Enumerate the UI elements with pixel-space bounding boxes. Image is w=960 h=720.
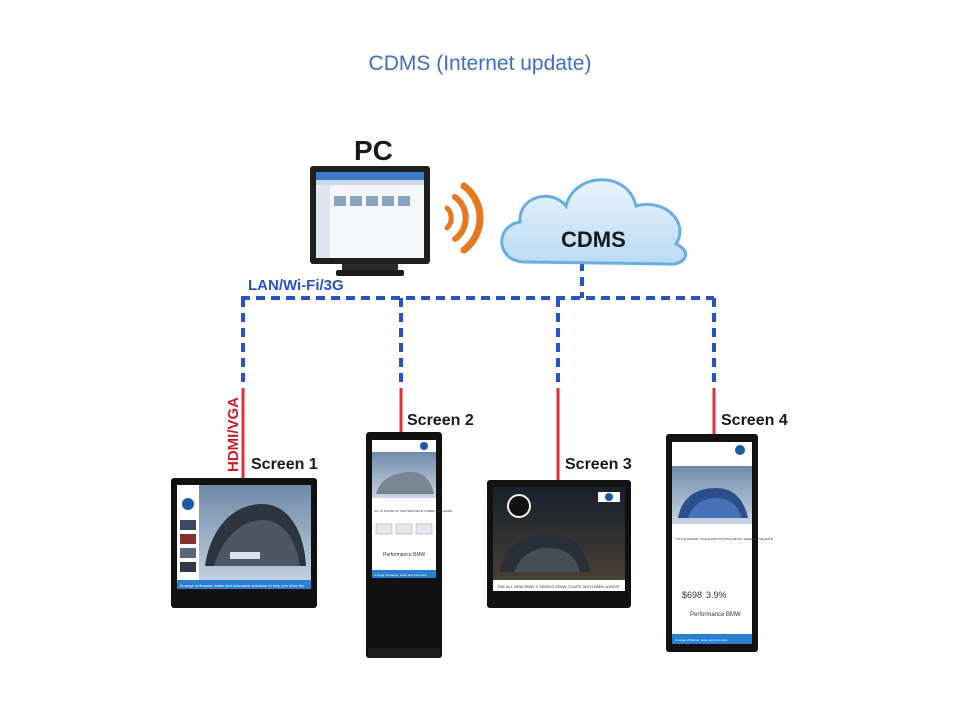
screen-4-headline: YOU'VE RAISED YOUR EXPECTATIONS WE'VE LO… bbox=[675, 537, 774, 541]
pc-label: PC bbox=[354, 135, 393, 166]
screen-3-label: Screen 3 bbox=[565, 456, 632, 473]
cdms-cloud: CDMS bbox=[500, 178, 688, 266]
pc-monitor: PC bbox=[310, 135, 430, 276]
screen-3-display: THE ALL NEW BMW X SERIES GRAN COUPE WITH… bbox=[487, 456, 632, 608]
wifi-signal-icon bbox=[444, 182, 484, 254]
screen-2-kiosk: ALL IN FAVOR OF OUR NEW RATE LOWER THAN … bbox=[366, 412, 474, 658]
screen-4-footer: A range of finance, lease and insurance bbox=[675, 638, 728, 642]
screen-4-brand: Performance BMW bbox=[690, 612, 741, 618]
screen-2-brand: Performance BMW bbox=[383, 552, 426, 558]
screen-4-price-1: $698 bbox=[682, 590, 702, 600]
screen-4-display: YOU'VE RAISED YOUR EXPECTATIONS WE'VE LO… bbox=[666, 412, 788, 652]
screen-3-caption: THE ALL NEW BMW X SERIES GRAN COUPE WITH… bbox=[497, 584, 620, 589]
network-lines bbox=[241, 262, 716, 388]
screen-1-display: A range of finance, lease and insurance … bbox=[171, 456, 318, 608]
screen-1-footer: A range of finance, lease and insurance … bbox=[180, 583, 305, 588]
screen-2-headline: ALL IN FAVOR OF OUR NEW RATE LOWER THAN … bbox=[374, 509, 453, 513]
cable-label: HDMI/VGA bbox=[225, 397, 242, 472]
screen-4-price-2: 3.9% bbox=[706, 590, 727, 600]
cable-lines bbox=[241, 388, 716, 480]
page-title: CDMS (Internet update) bbox=[368, 52, 592, 75]
screen-1-label: Screen 1 bbox=[251, 456, 318, 473]
network-label: LAN/Wi-Fi/3G bbox=[248, 277, 344, 294]
screen-2-footer: A range of finance, lease and insurance bbox=[374, 573, 427, 577]
screen-2-label: Screen 2 bbox=[407, 412, 474, 429]
screen-4-label: Screen 4 bbox=[721, 412, 788, 429]
cloud-label: CDMS bbox=[561, 227, 626, 252]
